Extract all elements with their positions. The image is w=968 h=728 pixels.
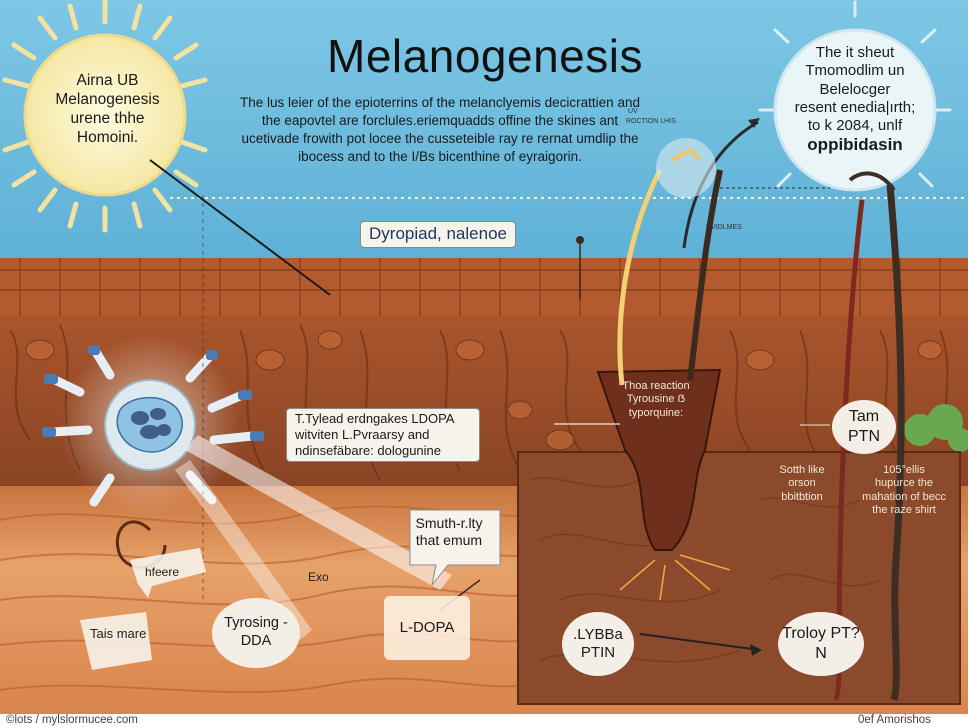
light-beam-2 bbox=[175, 460, 312, 640]
sun-caption: Airna UB Melanogenesis urene thhe Homoin… bbox=[55, 72, 160, 146]
hfeere-label: hfeere bbox=[145, 565, 180, 579]
info-bubble-top-right bbox=[758, 0, 952, 192]
info-bubble-line-4: resent enedia|ırth; bbox=[794, 98, 916, 116]
flow-arrow bbox=[639, 633, 761, 651]
ptin-left-circle: .LYBBa PTIN bbox=[562, 612, 634, 676]
info-bubble-line-3: Belelocger bbox=[819, 80, 891, 98]
tam-ptn-circle: Tam PTN bbox=[832, 400, 896, 454]
info-bubble-line-2: Tmomodlim un bbox=[805, 62, 905, 80]
tylead-label: T.Tylead erdngakes LDOPA witviten L.Pvra… bbox=[286, 408, 480, 462]
inset-panel bbox=[517, 451, 961, 705]
flow-arrowhead bbox=[750, 644, 762, 656]
ptin-right-circle: Troloy PT?N bbox=[778, 612, 864, 676]
footer-credit-left: ©lots / mylslormucee.com bbox=[6, 714, 138, 726]
info-bubble-line-5: to k 2084, unlf bbox=[807, 117, 903, 135]
rais-bubble-shape bbox=[80, 612, 152, 670]
epidermis-cells bbox=[0, 258, 968, 316]
epidermis-layer bbox=[0, 258, 968, 316]
marker-pin-icon bbox=[576, 236, 584, 300]
uv-label: UV bbox=[628, 108, 638, 115]
info-bubble-text: The it sheut Tmomodlim un Belelocger res… bbox=[775, 44, 935, 156]
south-text: Sotth like orson bbitbtion bbox=[779, 464, 825, 503]
intro-paragraph: The lus leier of the epioterrins of the … bbox=[240, 95, 640, 165]
page-title: Melanogenesis bbox=[327, 30, 643, 82]
smuth-bubble-text: Smuth-r.lty that emum bbox=[415, 515, 483, 549]
dermis-fibers bbox=[9, 324, 961, 481]
melanocyte-cell bbox=[42, 335, 264, 515]
info-bubble-line-1: The it sheut bbox=[815, 44, 895, 61]
footer-credit-right: 0ef Amorishos bbox=[858, 714, 931, 726]
percent-text: 105°ellis hupurce the mahation of becc t… bbox=[862, 464, 946, 517]
dyropiad-label: Dyropiad, nalenoe bbox=[360, 221, 516, 248]
tyrosine-circle: Tyrosing -DDA bbox=[212, 598, 300, 668]
sun-icon bbox=[2, 0, 208, 233]
foliage-icon bbox=[904, 404, 968, 452]
hfeere-bubble-shape bbox=[130, 548, 206, 598]
rais-mare-label: Tais mare bbox=[90, 626, 147, 641]
roction-label: ROCTION LHIS bbox=[626, 118, 676, 125]
hair-follicle bbox=[596, 118, 760, 601]
dvidlmes-label: DVIDLMES bbox=[706, 224, 742, 231]
info-bubble-line-6: oppibidasin bbox=[807, 135, 903, 155]
ldopa-box: L-DOPA bbox=[384, 596, 470, 660]
light-beam bbox=[185, 435, 452, 590]
melanocyte-reaction-text: Thoa reaction Tyrousine ẞ typorquine: bbox=[622, 380, 690, 419]
dermis-cells bbox=[25, 330, 943, 460]
smuth-bubble-shape bbox=[409, 509, 501, 586]
exo-label: Exo bbox=[308, 570, 329, 584]
uv-ray-line bbox=[149, 159, 331, 296]
